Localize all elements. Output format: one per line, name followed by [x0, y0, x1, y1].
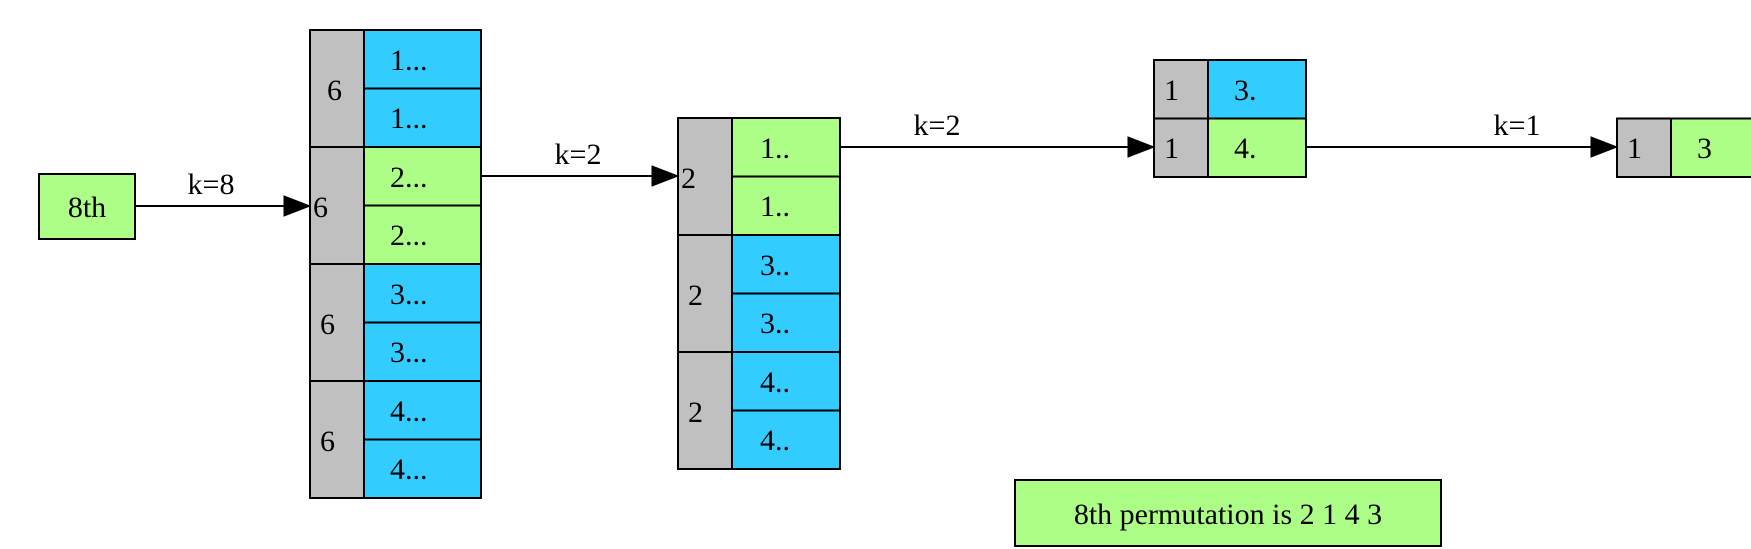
edge-label: k=2: [555, 138, 602, 171]
count-label: 6: [320, 425, 335, 458]
permutation-cell: [363, 380, 482, 441]
arrowhead-icon: [1127, 136, 1156, 158]
permutation-cell-label: 1..: [760, 132, 790, 165]
permutation-cell: [363, 146, 482, 207]
count-cell: [309, 29, 365, 148]
permutation-cell-label: 1...: [390, 102, 428, 135]
count-cell: [677, 234, 733, 353]
level-2-block: 2 1.. 1..: [677, 117, 841, 236]
arrowhead-icon: [283, 195, 312, 217]
count-cell: [1153, 59, 1209, 120]
level-1-block: 6 4... 4...: [309, 380, 482, 499]
count-label: 6: [313, 191, 328, 224]
result-box-rect: [1014, 479, 1442, 547]
edge-label: k=1: [1494, 109, 1541, 142]
permutation-cell-label: 4...: [390, 453, 428, 486]
permutation-cell-label: 4..: [760, 366, 790, 399]
count-label: 1: [1164, 132, 1179, 165]
count-label: 1: [1627, 132, 1642, 165]
permutation-cell-label: 3...: [390, 278, 428, 311]
group-level-1: 6 1... 1... 6 2... 2... 6 3... 3... 6: [309, 29, 482, 499]
edge-label: k=2: [914, 109, 961, 142]
count-label: 6: [327, 74, 342, 107]
level-3-block: 1 4.: [1153, 117, 1307, 178]
edge-label: k=8: [188, 168, 235, 201]
count-cell: [309, 380, 365, 499]
permutation-cell-label: 4..: [760, 424, 790, 457]
count-cell: [677, 117, 733, 236]
group-level-4: 1 3: [1616, 117, 1751, 178]
level-4-block: 1 3: [1616, 117, 1751, 178]
permutation-cell: [1207, 59, 1307, 120]
count-label: 2: [688, 279, 703, 312]
count-label: 2: [688, 396, 703, 429]
permutation-cell-label: 3..: [760, 307, 790, 340]
level-2-block: 2 4.. 4..: [677, 351, 841, 470]
edge-3: k=2: [840, 109, 1156, 158]
edge-1: k=8: [135, 168, 312, 217]
start-node-label: 8th: [68, 191, 106, 224]
level-1-block: 6 3... 3...: [309, 263, 482, 382]
count-cell: [677, 351, 733, 470]
permutation-cell-label: 4.: [1234, 132, 1257, 165]
permutation-cell: [363, 263, 482, 324]
permutation-cell: [363, 87, 482, 148]
count-cell: [309, 263, 365, 382]
count-label: 2: [681, 162, 696, 195]
permutation-cell: [731, 292, 841, 353]
result-label: 8th permutation is 2 1 4 3: [1074, 498, 1382, 531]
permutation-cell: [731, 409, 841, 470]
permutation-cell-label: 1..: [760, 190, 790, 223]
edge-4: k=1: [1306, 109, 1619, 158]
level-3-block: 1 3.: [1153, 59, 1307, 120]
permutation-cell: [731, 175, 841, 236]
edge-2: k=2: [481, 138, 680, 187]
level-1-block: 6 2... 2...: [309, 146, 482, 265]
level-1-block: 6 1... 1...: [309, 29, 482, 148]
permutation-cell-label: 3: [1697, 132, 1712, 165]
group-level-3: 1 3. 1 4.: [1153, 59, 1307, 178]
permutation-cell-label: 1...: [390, 44, 428, 77]
permutation-cell: [1207, 117, 1307, 178]
start-node: 8th: [38, 173, 136, 240]
permutation-cell-label: 3.: [1234, 74, 1257, 107]
arrowhead-icon: [651, 165, 680, 187]
permutation-cell-label: 4...: [390, 395, 428, 428]
permutation-cell: [363, 438, 482, 499]
start-node-box: [38, 173, 136, 240]
count-label: 6: [320, 308, 335, 341]
permutation-cell: [1670, 117, 1751, 178]
count-cell: [1616, 117, 1672, 178]
permutation-cell: [731, 351, 841, 412]
result-box: 8th permutation is 2 1 4 3: [1014, 479, 1442, 547]
permutation-cell-label: 2...: [390, 161, 428, 194]
permutation-cell-label: 3..: [760, 249, 790, 282]
permutation-cell-label: 3...: [390, 336, 428, 369]
level-2-block: 2 3.. 3..: [677, 234, 841, 353]
arrowhead-icon: [1590, 136, 1619, 158]
permutation-cell-label: 2...: [390, 219, 428, 252]
count-label: 1: [1164, 74, 1179, 107]
count-cell: [1153, 117, 1209, 178]
group-level-2: 2 1.. 1.. 2 3.. 3.. 2 4.. 4..: [677, 117, 841, 470]
